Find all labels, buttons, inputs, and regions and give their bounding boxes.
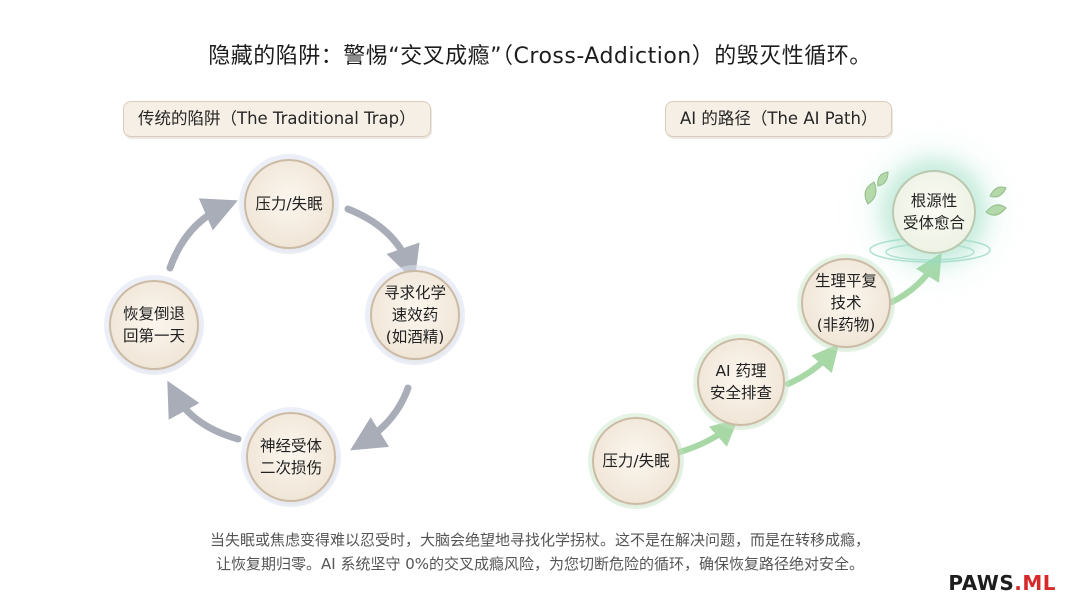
path-arrow-3 xyxy=(889,252,942,305)
node-root-healing: 根源性 受体愈合 xyxy=(892,170,976,254)
cycle-arrow-2 xyxy=(350,384,412,451)
node-seek-chemical-fix: 寻求化学 速效药 (如酒精) xyxy=(370,270,460,360)
node-stress-insomnia-right: 压力/失眠 xyxy=(592,417,680,505)
node-relapse-day-one: 恢复倒退 回第一天 xyxy=(109,280,199,370)
cycle-arrow-1 xyxy=(344,205,420,282)
path-arrow-2 xyxy=(785,343,839,387)
brand-logo: PAWS.ML xyxy=(948,571,1056,595)
ai-path-label: AI 的路径（The AI Path） xyxy=(665,101,893,137)
brand-accent: .ML xyxy=(1014,571,1056,595)
node-receptor-damage: 神经受体 二次损伤 xyxy=(246,412,336,502)
caption-line-2: 让恢复期归零。AI 系统坚守 0%的交叉成瘾风险，为您切断危险的循环，确保恢复路… xyxy=(215,555,865,573)
cycle-arrow-3 xyxy=(167,380,242,443)
node-stress-insomnia-left: 压力/失眠 xyxy=(244,159,334,249)
traditional-trap-label: 传统的陷阱（The Traditional Trap） xyxy=(123,101,431,137)
page-title: 隐藏的陷阱：警惕“交叉成瘾”（Cross-Addiction）的毁灭性循环。 xyxy=(208,44,872,69)
node-physiological-calming: 生理平复 技术 (非药物) xyxy=(801,258,891,348)
caption-line-1: 当失眠或焦虑变得难以忍受时，大脑会绝望地寻找化学拐杖。这不是在解决问题，而是在转… xyxy=(209,531,870,549)
path-arrow-1 xyxy=(677,418,739,455)
caption: 当失眠或焦虑变得难以忍受时，大脑会绝望地寻找化学拐杖。这不是在解决问题，而是在转… xyxy=(0,528,1080,576)
node-ai-pharmacology-check: AI 药理 安全排查 xyxy=(697,338,785,426)
leaf-icon xyxy=(864,171,1007,216)
brand-main: PAWS xyxy=(948,571,1015,595)
cycle-arrow-4 xyxy=(166,198,238,272)
